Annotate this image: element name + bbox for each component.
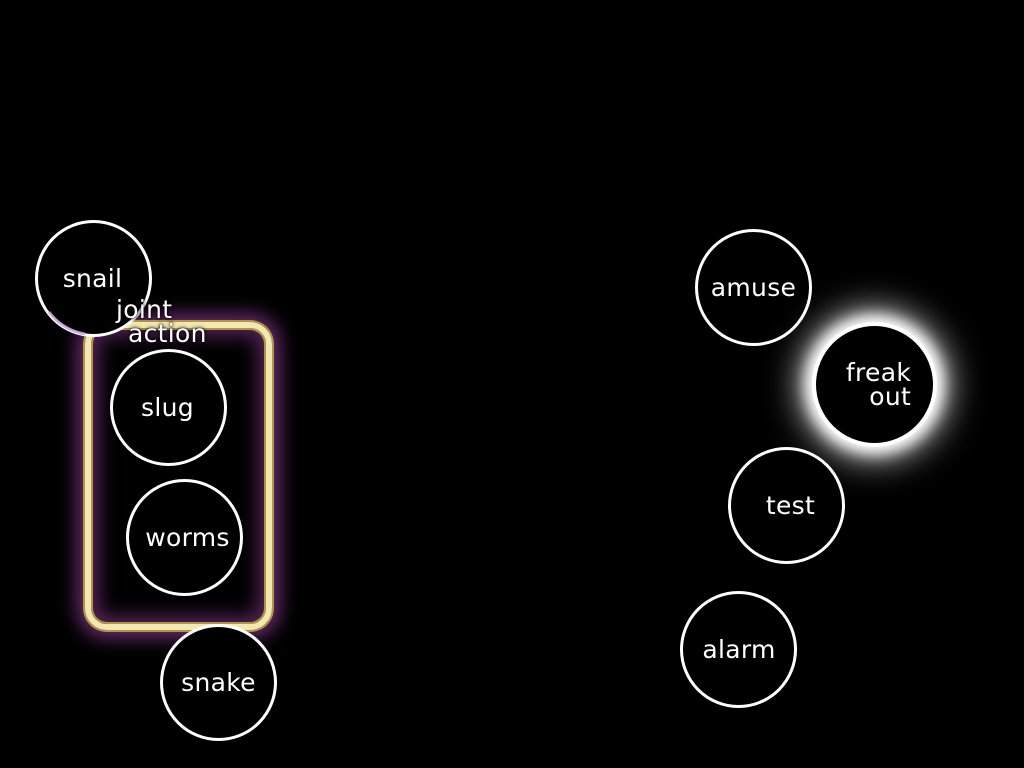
node-snake-label: snake	[181, 668, 256, 697]
node-freak-out-label-line2: out	[869, 381, 912, 411]
node-test-label: test	[765, 491, 816, 520]
joint-action-label-line1: joint	[116, 295, 173, 324]
node-freak-out-label-line1: freak	[845, 357, 912, 387]
node-snake[interactable]: snake	[160, 624, 277, 741]
node-test[interactable]: test	[728, 447, 845, 564]
node-worms-label: worms	[145, 523, 230, 552]
joint-action-group[interactable]	[85, 322, 272, 630]
node-amuse[interactable]: amuse	[695, 229, 812, 346]
node-freak-out-label: freak out	[845, 357, 912, 411]
node-slug[interactable]: slug	[110, 349, 227, 466]
joint-action-label: joint action	[112, 295, 222, 348]
joint-action-label-line2: action	[128, 318, 207, 348]
node-amuse-label: amuse	[710, 273, 797, 302]
node-alarm[interactable]: alarm	[680, 591, 797, 708]
node-snail-label: snail	[62, 264, 123, 293]
node-freak-out[interactable]: freak out	[816, 326, 933, 443]
node-alarm-label: alarm	[702, 635, 776, 664]
node-worms[interactable]: worms	[126, 479, 243, 596]
node-slug-label: slug	[141, 393, 194, 422]
